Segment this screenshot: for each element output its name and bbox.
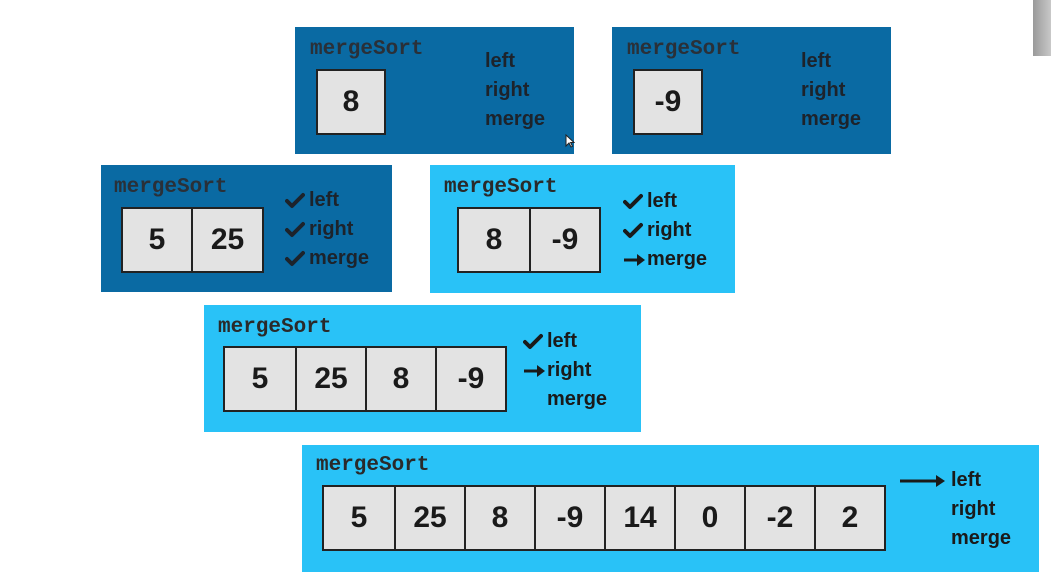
arrow-right-icon — [523, 361, 547, 381]
array-cell: -2 — [744, 487, 814, 549]
step-list: left right merge — [523, 327, 607, 414]
step-label: right — [951, 498, 996, 520]
check-icon — [523, 332, 547, 352]
check-icon — [285, 220, 309, 240]
step-label: left — [547, 330, 577, 352]
array-cell: -9 — [529, 209, 599, 271]
step-right: right — [801, 76, 861, 105]
step-merge: merge — [285, 244, 369, 273]
step-label: merge — [647, 248, 708, 270]
step-label: left — [485, 50, 515, 72]
array-cell: 14 — [604, 487, 674, 549]
array-cell: 25 — [191, 209, 262, 271]
step-label: right — [547, 359, 592, 381]
step-label: left — [801, 50, 831, 72]
array-cell: 8 — [464, 487, 534, 549]
step-label: merge — [547, 388, 608, 410]
array-cell: 5 — [225, 348, 295, 410]
array: 5 25 — [121, 207, 264, 273]
step-left: left — [285, 186, 369, 215]
array-cell: 8 — [318, 71, 384, 133]
step-left: left — [523, 327, 607, 356]
step-left: left — [485, 47, 545, 76]
step-label: left — [309, 189, 339, 211]
stack-frame-5-25: mergeSort 5 25 left right merge — [101, 165, 392, 292]
array-cell: 5 — [324, 487, 394, 549]
step-list: left right merge — [801, 47, 861, 134]
step-left: left — [623, 187, 707, 216]
step-merge: merge — [485, 105, 545, 134]
array-cell: -9 — [534, 487, 604, 549]
window-edge-bar — [1033, 0, 1051, 56]
step-list: left right merge — [285, 186, 369, 273]
step-label: merge — [485, 108, 546, 130]
step-list: left right merge — [899, 466, 1011, 553]
step-right: right — [623, 216, 707, 245]
stack-frame-8: mergeSort 8 left right merge — [295, 27, 574, 154]
step-merge: merge — [801, 105, 861, 134]
array: 8 — [316, 69, 386, 135]
step-label: merge — [801, 108, 862, 130]
step-merge: merge — [523, 385, 607, 414]
step-label: left — [647, 190, 677, 212]
blank-marker — [899, 529, 951, 549]
frame-title: mergeSort — [316, 454, 430, 477]
arrow-right-icon — [623, 250, 647, 270]
array: 8 -9 — [457, 207, 601, 273]
frame-title: mergeSort — [218, 316, 332, 339]
blank-marker — [523, 390, 547, 410]
step-label: right — [801, 79, 846, 101]
check-icon — [285, 249, 309, 269]
step-left: left — [801, 47, 861, 76]
mouse-cursor-icon — [565, 134, 575, 148]
frame-title: mergeSort — [627, 38, 741, 61]
stack-frame-5-25-8-neg9: mergeSort 5 25 8 -9 left right merge — [204, 305, 641, 432]
array: -9 — [633, 69, 703, 135]
array-cell: 5 — [123, 209, 191, 271]
array-cell: -9 — [635, 71, 701, 133]
frame-title: mergeSort — [114, 176, 228, 199]
array-cell: 8 — [459, 209, 529, 271]
frame-title: mergeSort — [444, 176, 558, 199]
step-right: right — [523, 356, 607, 385]
check-icon — [285, 191, 309, 211]
frame-title: mergeSort — [310, 38, 424, 61]
long-arrow-right-icon — [899, 471, 951, 491]
array-cell: 25 — [295, 348, 365, 410]
step-label: right — [485, 79, 530, 101]
step-label: right — [309, 218, 354, 240]
stack-frame-8-neg9: mergeSort 8 -9 left right merge — [430, 165, 735, 293]
step-label: merge — [951, 527, 1012, 549]
step-merge: merge — [899, 524, 1011, 553]
stack-frame-neg9: mergeSort -9 left right merge — [612, 27, 891, 154]
step-label: left — [951, 469, 981, 491]
array-cell: 2 — [814, 487, 884, 549]
blank-marker — [899, 500, 951, 520]
check-icon — [623, 192, 647, 212]
stack-frame-full-array: mergeSort 5 25 8 -9 14 0 -2 2 left right… — [302, 445, 1039, 572]
step-right: right — [899, 495, 1011, 524]
step-left: left — [899, 466, 1011, 495]
array: 5 25 8 -9 — [223, 346, 507, 412]
array: 5 25 8 -9 14 0 -2 2 — [322, 485, 886, 551]
array-cell: 25 — [394, 487, 464, 549]
check-icon — [623, 221, 647, 241]
step-list: left right merge — [623, 187, 707, 274]
array-cell: 0 — [674, 487, 744, 549]
step-merge: merge — [623, 245, 707, 274]
step-right: right — [485, 76, 545, 105]
step-list: left right merge — [485, 47, 545, 134]
step-right: right — [285, 215, 369, 244]
array-cell: 8 — [365, 348, 435, 410]
step-label: merge — [309, 247, 370, 269]
step-label: right — [647, 219, 692, 241]
array-cell: -9 — [435, 348, 505, 410]
